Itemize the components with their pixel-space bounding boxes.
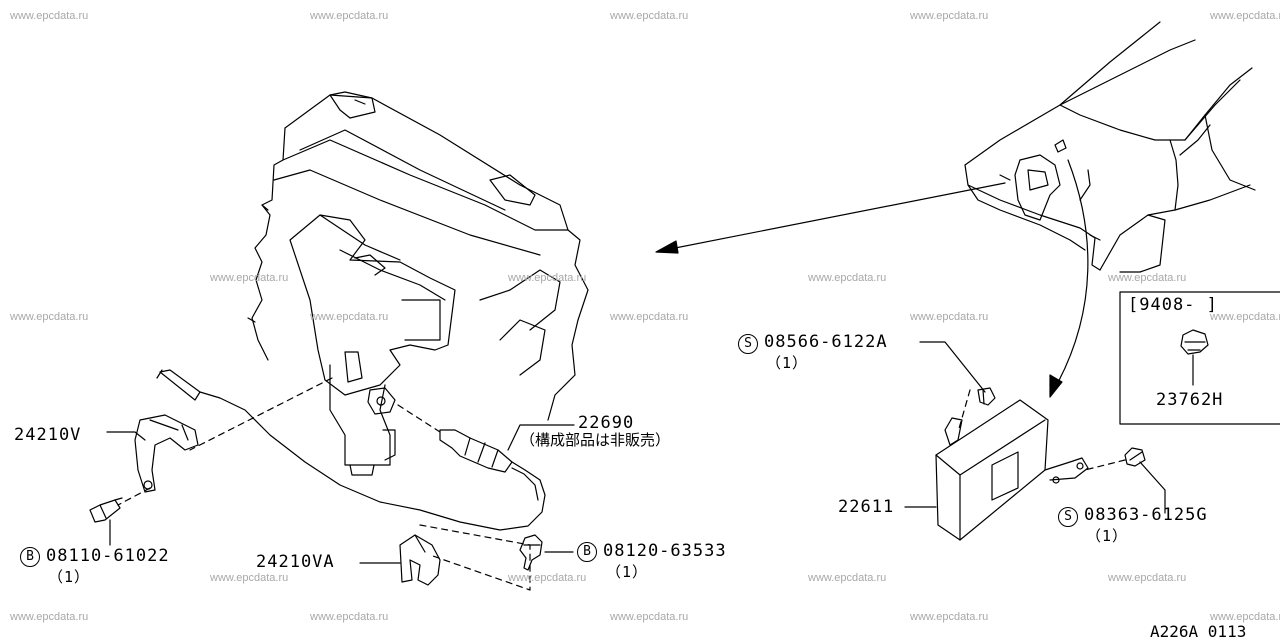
watermark-text: www.epcdata.ru <box>310 611 389 623</box>
watermark-text: www.epcdata.ru <box>610 311 689 323</box>
leader-lines <box>106 341 1194 564</box>
watermark-text: www.epcdata.ru <box>1108 572 1187 584</box>
watermark-text: www.epcdata.ru <box>910 611 989 623</box>
watermark-text: www.epcdata.ru <box>210 272 289 284</box>
vehicle-drawing <box>964 21 1256 273</box>
watermark-text: www.epcdata.ru <box>910 10 989 22</box>
watermark-text: www.epcdata.ru <box>808 272 887 284</box>
watermark-text: www.epcdata.ru <box>808 572 887 584</box>
watermark-text: www.epcdata.ru <box>610 611 689 623</box>
watermark-text: www.epcdata.ru <box>310 311 389 323</box>
part-label-08566-6122a[interactable]: 08566-6122A <box>764 332 888 352</box>
engine-block-drawing <box>247 91 589 476</box>
location-arrows <box>655 159 1089 398</box>
watermark-text: www.epcdata.ru <box>310 10 389 22</box>
quantity-label: （1） <box>48 568 91 586</box>
screw-symbol-s: S <box>1058 507 1078 527</box>
part-label-22611[interactable]: 22611 <box>838 497 895 517</box>
screw-08363-drawing <box>1124 447 1146 467</box>
watermark-text: www.epcdata.ru <box>10 611 89 623</box>
screw-08566-drawing <box>977 387 996 406</box>
bolt-symbol-b: B <box>20 547 40 567</box>
part-label-23762h[interactable]: 23762H <box>1156 390 1224 410</box>
part-label-08120-63533[interactable]: 08120-63533 <box>603 541 727 561</box>
screw-symbol-s: S <box>738 334 758 354</box>
watermark-text: www.epcdata.ru <box>1210 311 1280 323</box>
quantity-label: （1） <box>1086 527 1129 545</box>
part-note-not-sold: （構成部品は非販売） <box>520 431 671 449</box>
watermark-text: www.epcdata.ru <box>508 272 587 284</box>
inset-date-range: [9408- ] <box>1128 295 1218 315</box>
bolt-08110-drawing <box>89 497 123 523</box>
ecu-drawing <box>935 399 1089 541</box>
inset-frame <box>1119 291 1280 425</box>
bracket-24210v-drawing <box>134 414 199 493</box>
part-label-08110-61022[interactable]: 08110-61022 <box>46 546 170 566</box>
part-label-08363-6125g[interactable]: 08363-6125G <box>1084 505 1208 525</box>
quantity-label: （1） <box>766 354 809 372</box>
bolt-symbol-b: B <box>577 542 597 562</box>
part-label-24210v[interactable]: 24210V <box>14 425 82 445</box>
watermark-text: www.epcdata.ru <box>910 311 989 323</box>
watermark-text: www.epcdata.ru <box>508 572 587 584</box>
watermark-text: www.epcdata.ru <box>10 311 89 323</box>
watermark-text: www.epcdata.ru <box>1108 272 1187 284</box>
bolt-08120-drawing <box>519 534 543 571</box>
watermark-text: www.epcdata.ru <box>10 10 89 22</box>
bracket-24210va-drawing <box>399 534 441 586</box>
diagram-code: A226A 0113 <box>1150 622 1247 641</box>
watermark-text: www.epcdata.ru <box>210 572 289 584</box>
watermark-text: www.epcdata.ru <box>610 10 689 22</box>
quantity-label: （1） <box>606 563 649 581</box>
assembly-dashed-lines <box>117 377 1126 591</box>
oxygen-sensor-drawing <box>156 369 546 531</box>
watermark-text: www.epcdata.ru <box>1210 10 1280 22</box>
watermark-text: www.epcdata.ru <box>1210 611 1280 623</box>
part-label-24210va[interactable]: 24210VA <box>256 552 335 572</box>
inset-part-23762h-drawing <box>1180 329 1209 355</box>
part-label-22690[interactable]: 22690 <box>578 413 635 433</box>
